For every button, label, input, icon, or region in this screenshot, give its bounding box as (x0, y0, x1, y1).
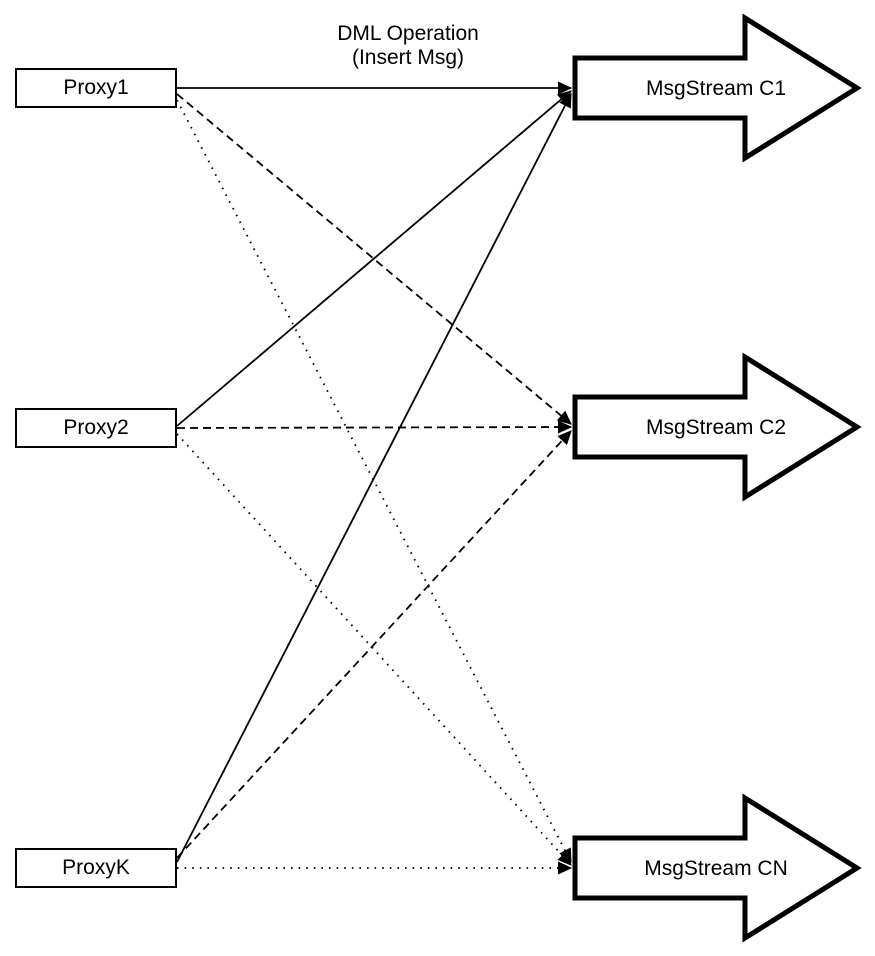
proxyk-label: ProxyK (62, 856, 130, 879)
dml-operation-label-line1: DML Operation (337, 22, 479, 45)
connection-proxyk-msgstream-c2 (176, 430, 572, 859)
connection-proxy1-msgstream-c2 (176, 93, 572, 425)
connection-proxyk-msgstream-c1 (176, 92, 572, 863)
connection-proxy1-msgstream-cn (176, 99, 572, 864)
dml-operation-label-line2: (Insert Msg) (351, 46, 464, 69)
connection-proxy2-msgstream-c1 (176, 90, 572, 427)
dml-operation-label: DML Operation (Insert Msg) (290, 22, 526, 70)
connection-proxy2-msgstream-cn (176, 433, 572, 866)
proxy1-label: Proxy1 (63, 76, 129, 99)
msgstream-c2-arrow-shape (572, 352, 862, 502)
proxyk-box: ProxyK (15, 848, 177, 888)
proxy2-label: Proxy2 (63, 416, 129, 439)
proxy2-box: Proxy2 (15, 408, 177, 448)
msgstream-c1-arrow-shape (572, 13, 862, 163)
connection-proxy2-msgstream-c2 (176, 420, 573, 434)
msgstream-cn-arrow-shape (572, 793, 862, 943)
proxy1-box: Proxy1 (15, 68, 177, 108)
